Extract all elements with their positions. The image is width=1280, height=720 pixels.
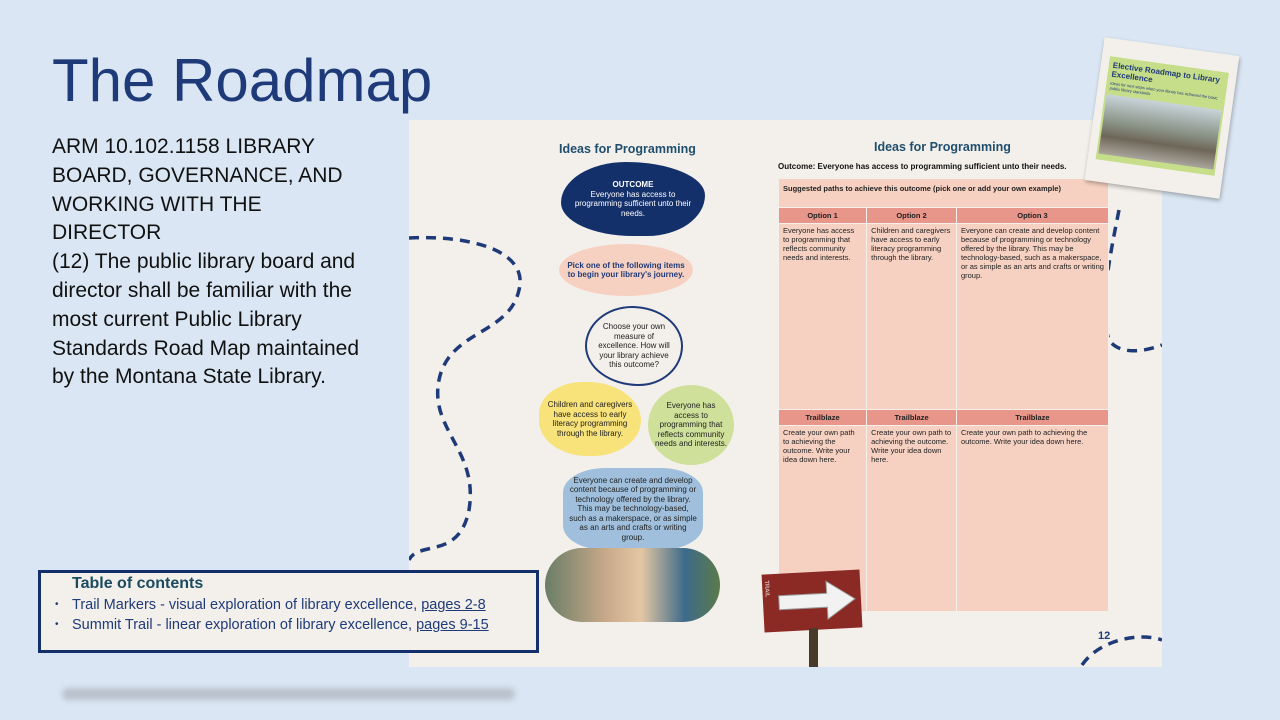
- choose-bubble: Choose your own measure of excellence. H…: [585, 306, 683, 386]
- children-photo: [545, 548, 720, 622]
- trailblaze-header: Trailblaze: [777, 409, 868, 426]
- toc-link-pages-9-15[interactable]: pages 9-15: [416, 617, 489, 633]
- toc-heading: Table of contents: [72, 575, 204, 592]
- trailblaze-cell: Create your own path to achieving the ou…: [955, 425, 1110, 612]
- toc-item-text: Summit Trail - linear exploration of lib…: [72, 617, 417, 633]
- outcome-label: OUTCOME: [612, 180, 654, 189]
- option-cell: Children and caregivers have access to e…: [866, 223, 957, 410]
- page-number: 12: [1098, 630, 1111, 642]
- outcome-bubble: OUTCOME Everyone has access to programmi…: [561, 162, 705, 236]
- arrow-right-icon: [778, 580, 856, 621]
- green-bubble: Everyone has access to programming that …: [648, 385, 734, 465]
- roadmap-page-image: Ideas for Programming OUTCOME Everyone h…: [409, 120, 1162, 667]
- toc-item-text: Trail Markers - visual exploration of li…: [72, 597, 422, 613]
- left-title: Ideas for Programming: [559, 142, 696, 156]
- option-cell: Everyone can create and develop content …: [955, 223, 1110, 410]
- toc-item: Trail Markers - visual exploration of li…: [55, 595, 536, 615]
- toc-link-pages-2-8[interactable]: pages 2-8: [421, 597, 486, 613]
- outcome-line: Outcome: Everyone has access to programm…: [778, 162, 1067, 171]
- yellow-bubble: Children and caregivers have access to e…: [539, 382, 641, 456]
- option-header: Option 1: [777, 207, 868, 224]
- toc-item: Summit Trail - linear exploration of lib…: [55, 615, 536, 635]
- slide-body: ARM 10.102.1158 LIBRARY BOARD, GOVERNANC…: [52, 135, 360, 389]
- trailblaze-header: Trailblaze: [866, 409, 957, 426]
- sign-text: TRAIL: [762, 580, 770, 598]
- option-header: Option 3: [955, 207, 1110, 224]
- slide-title: The Roadmap: [52, 47, 433, 114]
- right-title: Ideas for Programming: [874, 140, 1011, 154]
- trail-sign: TRAIL: [761, 569, 863, 633]
- roadmap-cover-image: Elective Roadmap to Library Excellence I…: [1084, 37, 1240, 199]
- trailblaze-cell: Create your own path to achieving the ou…: [866, 425, 957, 612]
- blue-bubble: Everyone can create and develop content …: [563, 468, 703, 550]
- options-table: Suggested paths to achieve this outcome …: [777, 178, 1110, 612]
- option-cell: Everyone has access to programming that …: [777, 223, 868, 410]
- outcome-text: Everyone has access to programming suffi…: [574, 189, 692, 218]
- blurred-shadow-bar: [62, 688, 515, 700]
- pick-bubble: Pick one of the following items to begin…: [559, 244, 693, 296]
- suggested-row: Suggested paths to achieve this outcome …: [778, 178, 1109, 208]
- table-of-contents: Table of contents Trail Markers - visual…: [38, 570, 539, 653]
- option-header: Option 2: [866, 207, 957, 224]
- sign-post: [809, 628, 818, 667]
- trailblaze-header: Trailblaze: [955, 409, 1110, 426]
